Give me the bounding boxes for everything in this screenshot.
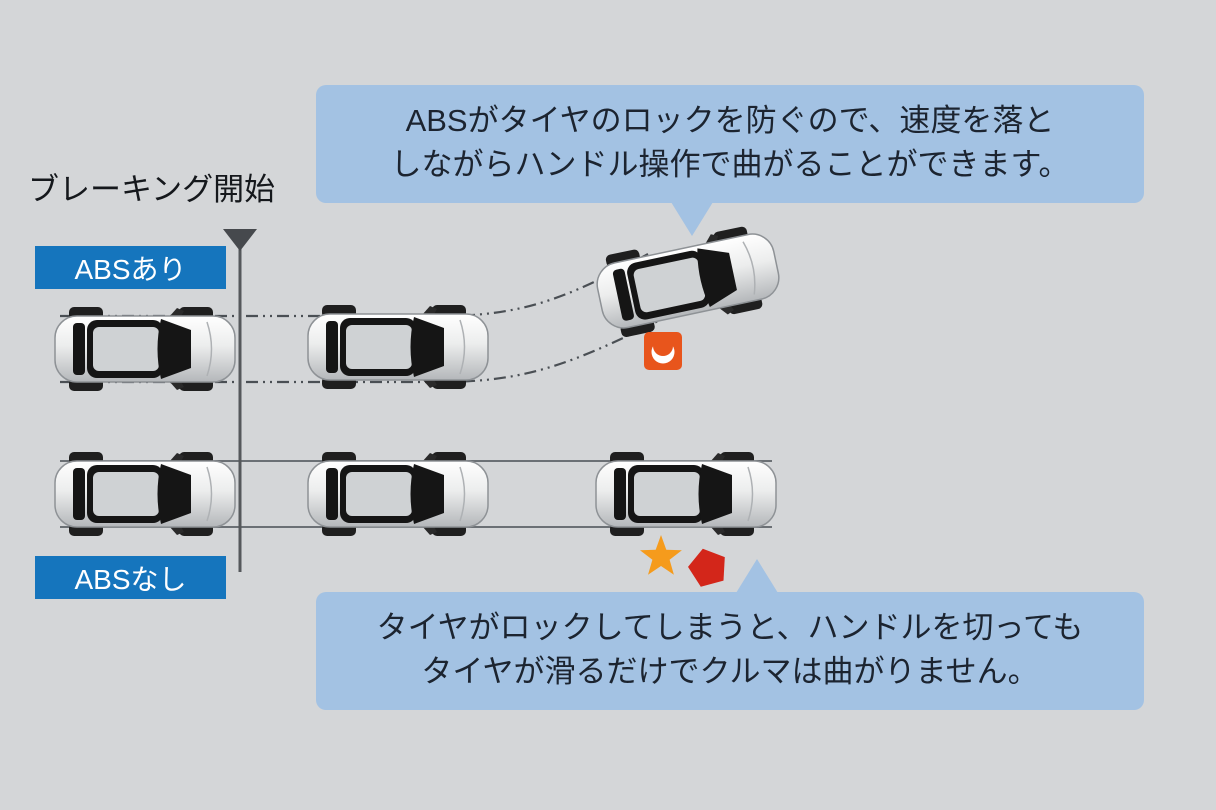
bubble-tail-down-icon (671, 202, 713, 236)
abs-off-badge: ABSなし (35, 556, 226, 599)
bubble-text-line: タイヤがロックしてしまうと、ハンドルを切っても (376, 610, 1084, 645)
car-noabs-start (54, 451, 236, 537)
car-abs-turning (590, 220, 786, 342)
car-abs-start (54, 306, 236, 392)
bubble-tail-up-icon (736, 559, 778, 593)
braking-start-label: ブレーキング開始 (28, 172, 276, 207)
collision-pentagon-icon (688, 548, 725, 587)
collision-burst-icon (640, 535, 682, 575)
car-abs-mid (307, 304, 489, 390)
bottom-callout-bubble: タイヤがロックしてしまうと、ハンドルを切っても タイヤが滑るだけでクルマは曲がり… (316, 559, 1144, 710)
braking-start-marker-icon (223, 229, 257, 251)
car-noabs-sliding (595, 451, 777, 537)
bubble-text-line: しながらハンドル操作で曲がることができます。 (390, 147, 1070, 182)
car-noabs-mid (307, 451, 489, 537)
abs-on-badge: ABSあり (35, 246, 226, 289)
bubble-text-line: タイヤが滑るだけでクルマは曲がりません。 (421, 654, 1039, 689)
bubble-text-line: ABSがタイヤのロックを防ぐので、速度を落と (405, 103, 1055, 138)
abs-pulse-icon (644, 332, 682, 370)
top-callout-bubble: ABSがタイヤのロックを防ぐので、速度を落と しながらハンドル操作で曲がることが… (316, 85, 1144, 236)
